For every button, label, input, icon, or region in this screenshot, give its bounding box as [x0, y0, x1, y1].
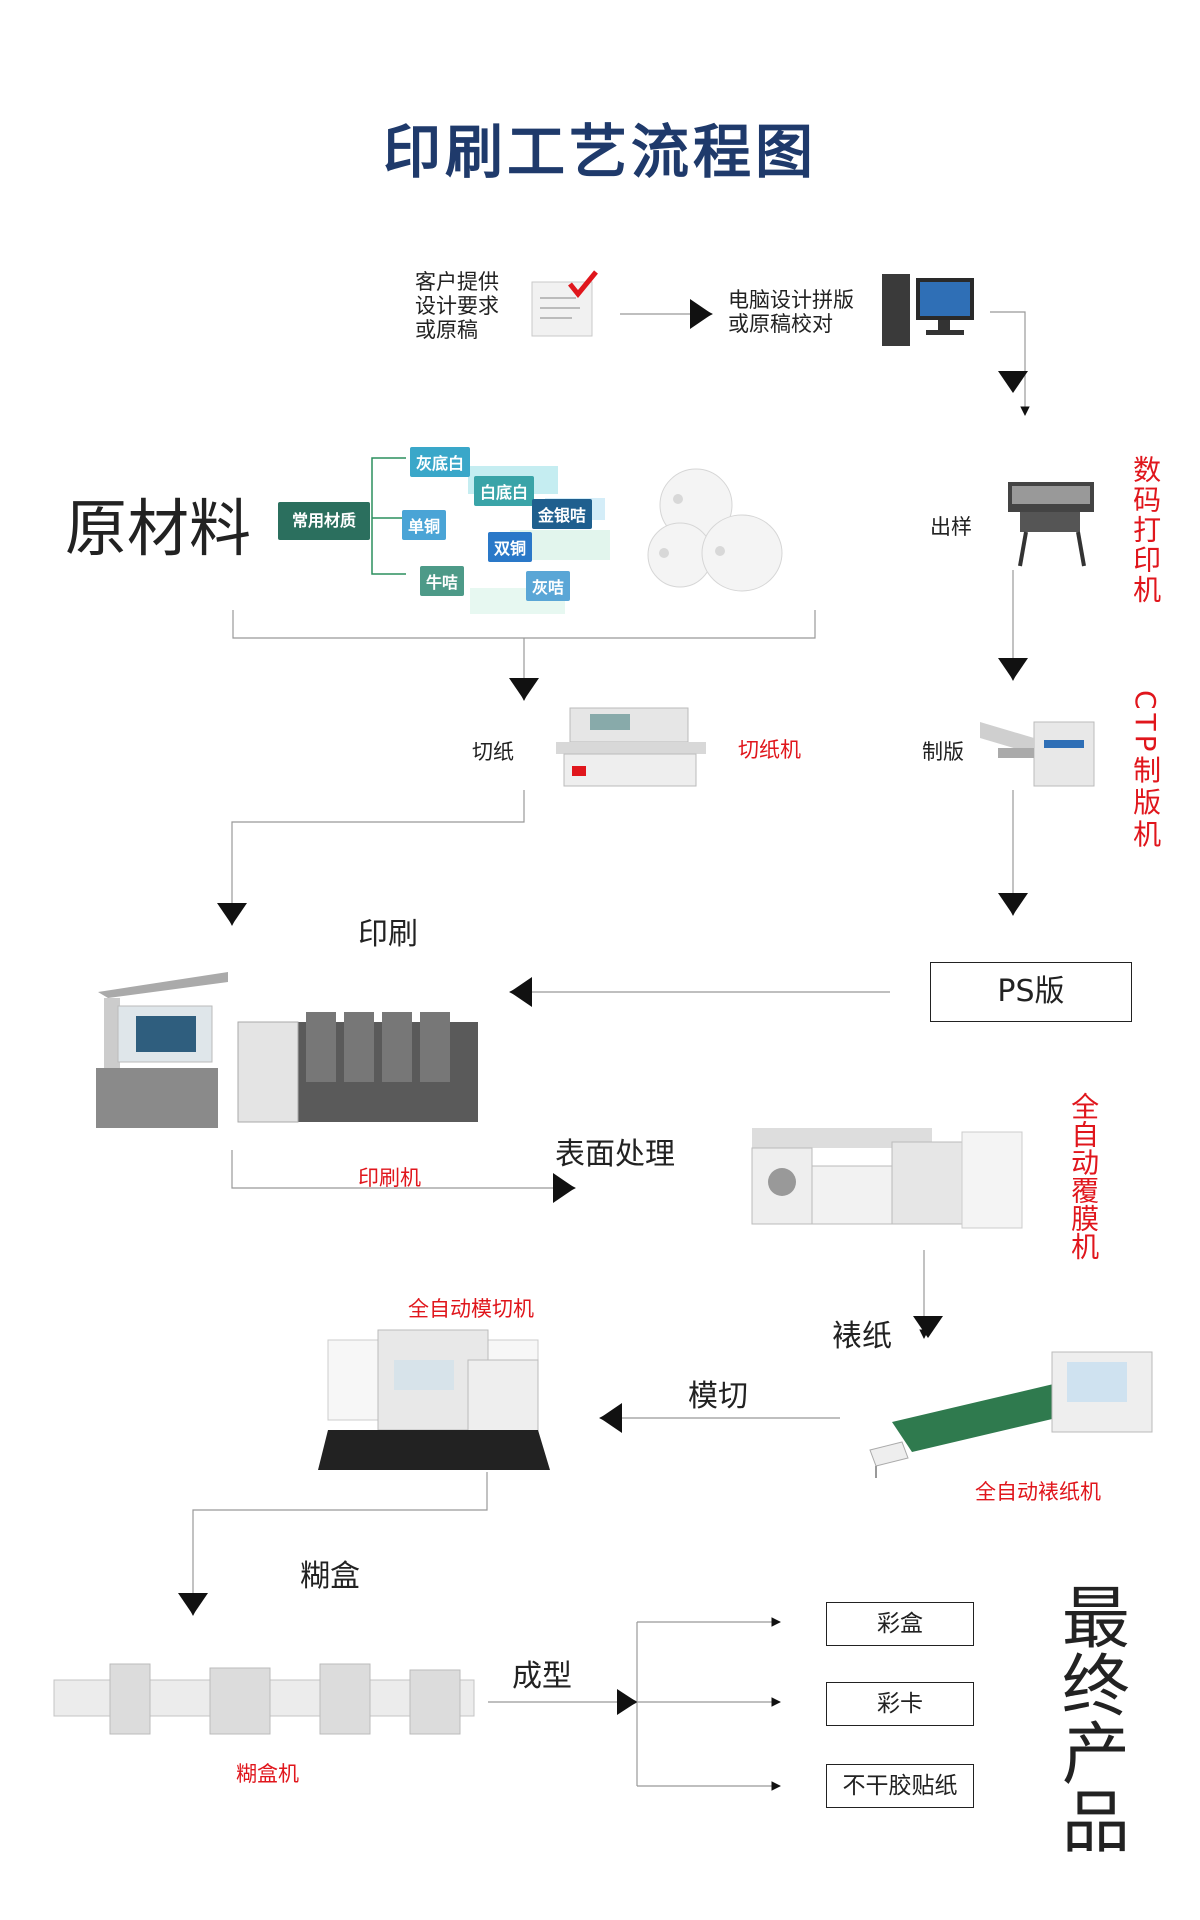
- step-mount-label: 裱纸: [832, 1319, 892, 1354]
- step-surface-label: 表面处理: [555, 1137, 675, 1172]
- materials-root: 常用材质: [278, 502, 370, 540]
- folder-gluer-icon: [53, 1663, 475, 1735]
- step-proof-label: 出样: [930, 515, 972, 539]
- document-check-icon: [531, 270, 598, 337]
- digital-printer-icon: [1008, 482, 1094, 567]
- step-plate-label: 制版: [922, 740, 964, 764]
- die-cutter-icon: [318, 1329, 550, 1470]
- raw-materials-label: 原材料: [65, 492, 252, 565]
- product-box: 彩盒: [826, 1602, 974, 1646]
- material-item: 灰咭: [526, 571, 571, 601]
- material-item: 单铜: [402, 510, 447, 540]
- step-forming-label: 成型: [512, 1659, 572, 1694]
- final-products-label: 最终产品: [1049, 1582, 1129, 1867]
- material-item: 白底白: [474, 476, 535, 506]
- die-cutter-caption: 全自动模切机: [408, 1297, 534, 1321]
- paper-cutter-icon: [556, 707, 706, 787]
- step-print-label: 印刷: [358, 917, 418, 952]
- step-computer-label: 电脑设计拼版 或原稿校对: [728, 288, 854, 337]
- mounting-machine-caption: 全自动裱纸机: [975, 1480, 1101, 1504]
- ctp-machine-icon: [980, 721, 1095, 787]
- laminator-caption-text: 全自动覆膜机: [1067, 1092, 1101, 1260]
- laminator-caption: 全自动覆膜机: [1066, 1092, 1100, 1266]
- step-cut-label: 切纸: [472, 740, 514, 764]
- step-customer-label: 客户提供 设计要求 或原稿: [415, 270, 499, 343]
- press-caption: 印刷机: [358, 1166, 421, 1190]
- material-item: 金银咭: [532, 499, 593, 529]
- step-die-cut-label: 模切: [688, 1379, 748, 1414]
- product-box: 不干胶贴纸: [826, 1764, 974, 1808]
- ctp-machine-caption: CTP制版机: [1128, 690, 1162, 858]
- paper-cutter-caption: 切纸机: [738, 738, 801, 762]
- digital-printer-caption: 数码打印机: [1128, 455, 1162, 611]
- offset-press-icon: [96, 972, 478, 1128]
- ps-plate-box: PS版: [930, 962, 1132, 1022]
- step-glue-label: 糊盒: [300, 1559, 360, 1594]
- computer-icon: [882, 274, 974, 346]
- product-box: 彩卡: [826, 1682, 974, 1726]
- mounting-machine-icon: [869, 1351, 1153, 1478]
- material-item: 牛咭: [420, 566, 465, 596]
- ctp-machine-caption-text: CTP制版机: [1129, 690, 1163, 852]
- paper-rolls-icon: [647, 468, 783, 592]
- material-item: 灰底白: [410, 447, 471, 477]
- final-products-label-text: 最终产品: [1049, 1582, 1129, 1854]
- page-title: 印刷工艺流程图: [382, 118, 817, 186]
- material-item: 双铜: [488, 532, 533, 562]
- laminator-icon: [751, 1128, 1023, 1229]
- digital-printer-caption-text: 数码打印机: [1129, 455, 1163, 605]
- folder-gluer-caption: 糊盒机: [236, 1762, 299, 1786]
